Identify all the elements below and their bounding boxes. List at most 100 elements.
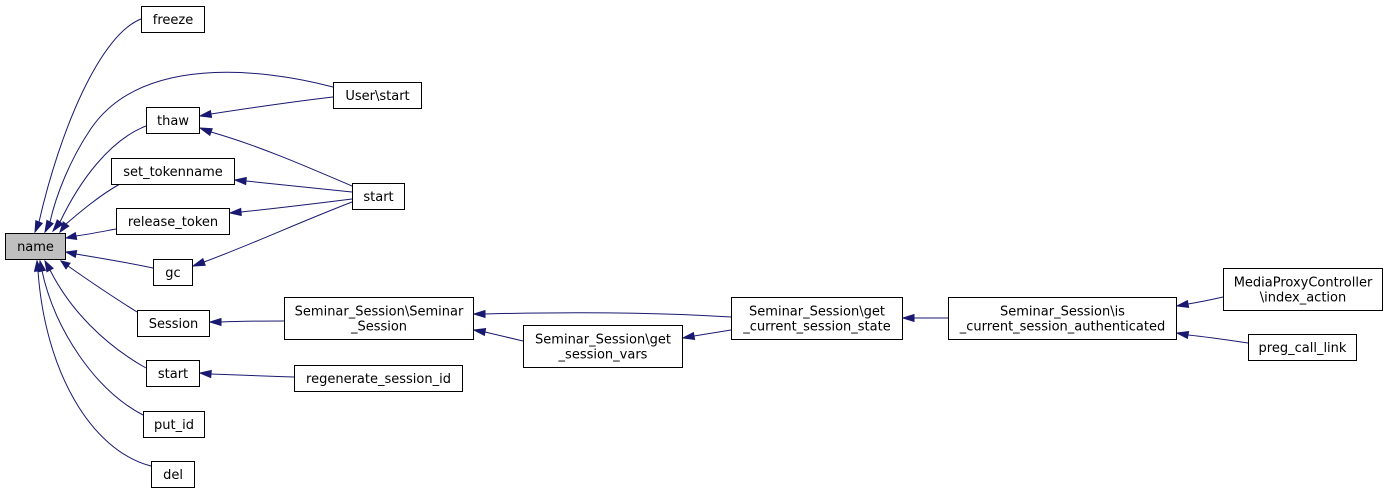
edge-start_a-to-thaw [198, 127, 353, 187]
edge-line [1187, 334, 1249, 344]
edge-line [65, 183, 121, 225]
edge-line [37, 270, 152, 467]
edge-mediaproxy_index_action-to-is_current_session_authenticated [1175, 296, 1224, 308]
node-label: regenerate_session_id [306, 372, 451, 387]
arrowhead-icon [472, 328, 487, 337]
edge-start_a-to-set_tokenname [233, 176, 353, 193]
node-box [352, 183, 405, 210]
node-box [141, 6, 205, 33]
node-box [153, 259, 193, 286]
node-is-current-session-authenticated[interactable]: Seminar_Session\is_current_session_authe… [948, 297, 1177, 340]
edge-line [75, 228, 117, 237]
node-start-b[interactable]: start [146, 360, 200, 387]
node-label: start [363, 190, 393, 205]
node-box [284, 297, 474, 340]
edge-line [75, 253, 154, 269]
node-box [116, 208, 230, 235]
edge-line [49, 71, 334, 223]
node-user-start[interactable]: User\start [333, 82, 422, 109]
node-start-a[interactable]: start [352, 183, 405, 210]
arrowhead-icon [33, 259, 43, 272]
arrowhead-icon [208, 317, 222, 327]
edge-set_tokenname-to-name [59, 183, 121, 234]
node-label: User\start [345, 89, 409, 104]
node-box [151, 461, 195, 488]
edge-line [59, 125, 147, 223]
node-del[interactable]: del [151, 461, 195, 488]
node-box [333, 82, 422, 109]
node-label: \index_action [1260, 291, 1346, 306]
node-freeze[interactable]: freeze [141, 6, 205, 33]
node-release-token[interactable]: release_token [116, 208, 230, 235]
node-get-current-session-state[interactable]: Seminar_Session\get_current_session_stat… [731, 297, 903, 340]
arrowhead-icon [198, 109, 213, 118]
edge-line [210, 373, 295, 378]
edge-line [41, 270, 144, 416]
arrowhead-icon [51, 219, 64, 233]
node-get-session-vars[interactable]: Seminar_Session\get_session_vars [523, 325, 683, 368]
edge-del-to-name [33, 259, 152, 467]
node-gc[interactable]: gc [153, 259, 193, 286]
call-edges [33, 18, 1249, 467]
edge-is_current_session_authenticated-to-get_current_session_state [901, 313, 948, 323]
node-mediaproxy-index-action[interactable]: MediaProxyController\index_action [1223, 268, 1383, 311]
node-label: put_id [154, 418, 194, 433]
edge-line [67, 265, 138, 313]
node-thaw[interactable]: thaw [146, 107, 200, 134]
node-seminar-session[interactable]: Seminar_Session\Seminar_Session [284, 297, 474, 340]
node-name[interactable]: name [5, 233, 66, 260]
edge-gc-to-name [64, 250, 154, 269]
node-regenerate-session-id[interactable]: regenerate_session_id [294, 365, 463, 392]
edge-session-to-name [59, 260, 138, 313]
edge-user_start-to-name [44, 71, 334, 234]
node-label: gc [165, 266, 180, 281]
arrowhead-icon [44, 259, 54, 273]
arrowhead-icon [681, 331, 696, 340]
node-box [5, 233, 66, 260]
edge-line [49, 269, 147, 369]
node-set-tokenname[interactable]: set_tokenname [111, 158, 235, 185]
edge-line [203, 201, 353, 263]
edge-line [210, 131, 353, 187]
edge-line [240, 198, 353, 213]
arrowhead-icon [44, 219, 54, 234]
edge-start_a-to-gc [191, 201, 353, 267]
edge-line [245, 180, 353, 193]
node-label: Session [149, 317, 199, 332]
edge-freeze-to-name [34, 18, 142, 234]
node-label: Seminar_Session\get [535, 333, 671, 348]
node-box [523, 325, 683, 368]
node-label: _current_session_authenticated [959, 320, 1165, 335]
arrowhead-icon [1175, 331, 1190, 340]
node-session[interactable]: Session [137, 310, 210, 337]
node-preg-call-link[interactable]: preg_call_link [1248, 334, 1357, 361]
edge-preg_call_link-to-is_current_session_authenticated [1175, 331, 1249, 344]
arrowhead-icon [59, 221, 70, 234]
edge-start_b-to-name [44, 259, 147, 369]
node-label: release_token [128, 215, 218, 230]
node-box [137, 310, 210, 337]
edge-get_current_session_state-to-get_session_vars [681, 329, 732, 340]
node-label: start [158, 367, 188, 382]
edge-line [693, 329, 732, 337]
node-label: preg_call_link [1259, 341, 1347, 356]
edge-line [484, 312, 732, 318]
arrowhead-icon [228, 207, 242, 217]
node-box [146, 360, 200, 387]
node-label: del [163, 468, 183, 483]
arrowhead-icon [198, 127, 213, 137]
node-label: _session_vars [558, 348, 648, 363]
node-box [1248, 334, 1357, 361]
node-label: _Session [350, 320, 407, 335]
arrowhead-icon [191, 257, 206, 267]
edge-user_start-to-thaw [198, 96, 334, 118]
arrowhead-icon [901, 313, 915, 323]
edge-start_a-to-release_token [228, 198, 353, 217]
edge-line [210, 96, 334, 115]
node-box [294, 365, 463, 392]
node-put-id[interactable]: put_id [143, 411, 205, 438]
node-label: Seminar_Session\Seminar [295, 305, 464, 320]
edge-line [38, 18, 142, 223]
